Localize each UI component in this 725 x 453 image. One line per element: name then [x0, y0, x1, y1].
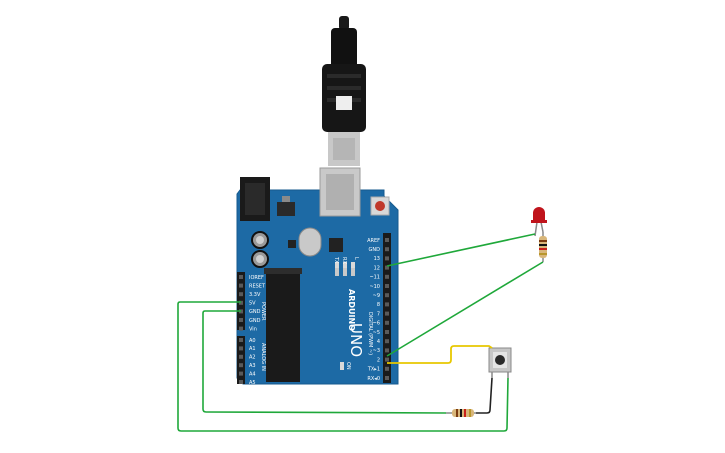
power-pin-labels: IOREF RESET 3.3V 5V GND GND Vin: [249, 275, 266, 333]
header-pin[interactable]: [385, 339, 389, 344]
pin-label: GND: [249, 318, 261, 324]
pin-label: A2: [249, 355, 256, 361]
usb-cable[interactable]: [322, 16, 366, 166]
pulldown-resistor[interactable]: [446, 409, 476, 417]
pin-label: ~9: [373, 293, 380, 299]
pin-label: GND: [369, 247, 381, 253]
board-brand: ARDUINO: [347, 289, 356, 331]
header-pin[interactable]: [385, 330, 389, 334]
pin-label: 2: [377, 357, 380, 363]
pin-label: RESET: [249, 283, 266, 289]
header-pin[interactable]: [385, 238, 389, 242]
header-pin[interactable]: [239, 275, 243, 279]
header-pin[interactable]: [239, 292, 243, 297]
header-pin[interactable]: [385, 265, 389, 270]
pushbutton[interactable]: [488, 347, 512, 378]
header-pin[interactable]: [239, 363, 243, 368]
pin-label: ~11: [369, 275, 380, 281]
pin-label: 5V: [249, 301, 256, 307]
pin-label: 4: [377, 339, 380, 345]
header-pin[interactable]: [239, 371, 243, 376]
pin-label: 3.3V: [249, 292, 261, 298]
header-pin[interactable]: [239, 283, 243, 288]
header-pin[interactable]: [239, 354, 243, 359]
pin-label: GND: [249, 309, 261, 315]
board-l-label: L: [353, 257, 359, 260]
pin-label: RX◂0: [367, 376, 380, 382]
header-pin[interactable]: [385, 284, 389, 288]
wire-gnd-pulldown[interactable]: [202, 310, 447, 414]
pin-label: TX▸1: [367, 367, 380, 373]
wire-pulldown-pushbutton[interactable]: [476, 377, 493, 414]
digital-header: [383, 233, 391, 383]
header-pin[interactable]: [239, 318, 243, 322]
pin-label: 13: [374, 256, 380, 262]
header-pin[interactable]: [385, 293, 389, 298]
pin-label: ~5: [373, 330, 380, 336]
wire-gnd-led[interactable]: [386, 233, 536, 267]
pin-label: ~10: [369, 284, 380, 290]
pin-label: AREF: [367, 238, 380, 244]
header-pin[interactable]: [239, 346, 243, 351]
pin-label: Vin: [249, 326, 257, 332]
pin-label: A0: [249, 338, 256, 344]
header-pin[interactable]: [385, 256, 389, 261]
board-rx-label: RX: [341, 257, 347, 264]
header-pin[interactable]: [385, 311, 389, 316]
header-pin[interactable]: [385, 247, 389, 252]
pin-label: 7: [377, 311, 380, 317]
analog-header: [237, 336, 245, 384]
pin-label: A3: [249, 363, 256, 369]
pin-label: A1: [249, 346, 256, 352]
pin-label: ~6: [373, 321, 380, 327]
pin-label: IOREF: [249, 275, 264, 281]
pin-label: ~3: [373, 348, 380, 354]
wires: [177, 233, 544, 432]
header-pin[interactable]: [385, 376, 389, 380]
header-pin[interactable]: [385, 357, 389, 362]
header-pin[interactable]: [385, 274, 389, 279]
pin-label: A5: [249, 380, 256, 386]
pin-label: 8: [377, 302, 380, 308]
wire-pin3-pushbutton[interactable]: [387, 345, 493, 364]
header-pin[interactable]: [385, 366, 389, 371]
analog-section-label: ANALOG IN: [260, 343, 266, 371]
digital-pin-labels: AREF GND 13 12 ~11 ~10 ~9 8 7 ~6 ~5 4 ~3 2TX▸1RX◂0: [367, 238, 380, 382]
arduino-board[interactable]: ARDUINO UNO TX RX L ON DIGITAL (PWM ~) P…: [236, 167, 399, 386]
wire-pin2-led-resistor[interactable]: [386, 261, 544, 357]
led-resistor[interactable]: [539, 232, 547, 262]
header-pin[interactable]: [385, 320, 389, 325]
header-pin[interactable]: [239, 380, 243, 384]
digital-section-label: DIGITAL (PWM ~): [367, 312, 373, 355]
header-pin[interactable]: [239, 326, 243, 331]
board-model: UNO: [347, 323, 365, 357]
wire-5v-pushbutton[interactable]: [177, 301, 509, 432]
board-on-label: ON: [345, 362, 351, 370]
header-pin[interactable]: [385, 302, 389, 307]
pin-label: 12: [374, 265, 380, 271]
header-pin[interactable]: [385, 348, 389, 353]
board-tx-label: TX: [333, 256, 339, 264]
led[interactable]: [531, 207, 547, 237]
header-pin[interactable]: [239, 338, 243, 342]
pin-label: A4: [249, 371, 256, 377]
power-section-label: POWER: [260, 302, 266, 321]
